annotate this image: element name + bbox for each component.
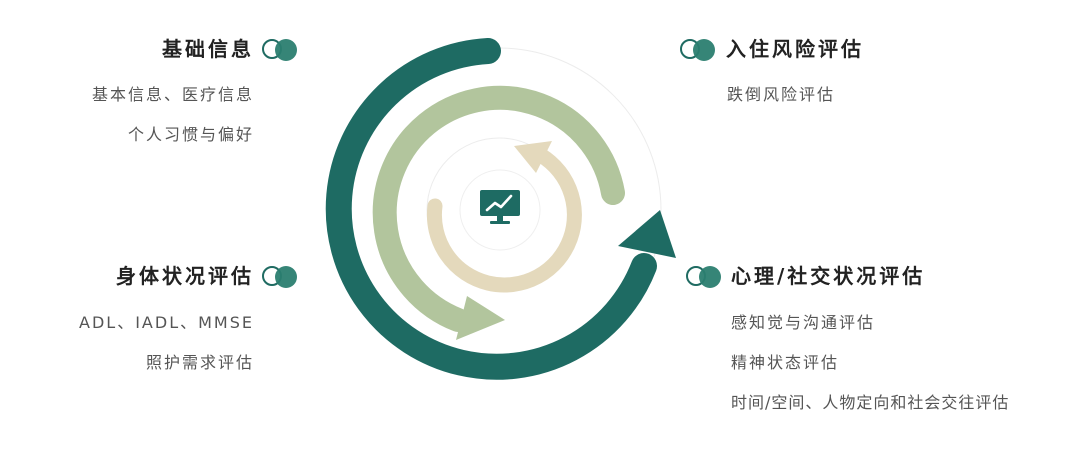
section-risk: 入住风险评估 (726, 35, 864, 63)
badge-icon (262, 38, 300, 62)
list-item: 基本信息、医疗信息 (91, 85, 254, 104)
section-physical-items: ADL、IADL、MMSE 照护需求评估 (79, 312, 254, 374)
badge-icon (680, 38, 718, 62)
list-item: 时间/空间、人物定向和社会交往评估 (731, 393, 1010, 412)
middle-ring-arrowhead (456, 296, 505, 340)
list-item: 照护需求评估 (145, 353, 254, 372)
list-item: 跌倒风险评估 (727, 85, 836, 104)
list-item: 精神状态评估 (731, 353, 840, 372)
section-basic-info: 基础信息 (162, 35, 254, 63)
section-physical-title: 身体状况评估 (116, 264, 254, 288)
section-physical: 身体状况评估 (116, 262, 254, 290)
section-mental-title: 心理/社交状况评估 (731, 264, 926, 288)
middle-ring (372, 85, 625, 332)
list-item: ADL、IADL、MMSE (79, 313, 254, 332)
monitor-chart-icon (480, 190, 520, 224)
section-mental: 心理/社交状况评估 (731, 262, 925, 290)
badge-icon (686, 265, 724, 289)
section-risk-items: 跌倒风险评估 (727, 84, 835, 106)
list-item: 个人习惯与偏好 (127, 125, 254, 144)
outer-ring (325, 38, 657, 380)
inner-ring-arrowhead (514, 141, 552, 173)
badge-icon (262, 265, 300, 289)
section-mental-items: 感知觉与沟通评估 精神状态评估 时间/空间、人物定向和社会交往评估 (731, 312, 1009, 414)
section-risk-title: 入住风险评估 (726, 37, 864, 61)
section-basic-info-title: 基础信息 (162, 37, 254, 61)
outer-ring-arrowhead (618, 210, 676, 258)
inner-ring (426, 144, 582, 293)
section-basic-info-items: 基本信息、医疗信息 个人习惯与偏好 (92, 84, 254, 146)
list-item: 感知觉与沟通评估 (731, 313, 876, 332)
